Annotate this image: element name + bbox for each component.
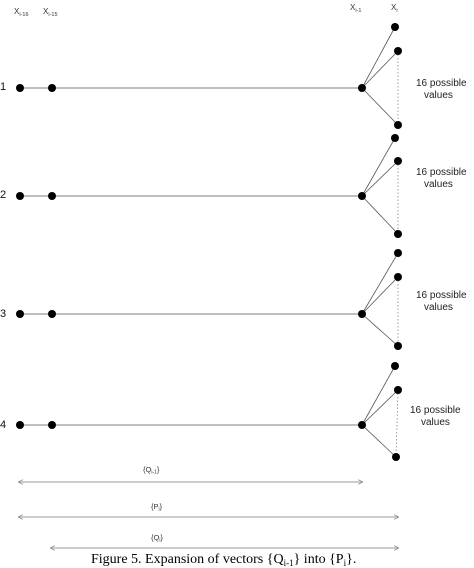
span-label-p: {Pi}: [151, 502, 163, 513]
node-x-i-1: [358, 192, 366, 200]
node-x-i-value: [394, 342, 402, 350]
span-p: {Pi}: [19, 502, 398, 517]
node-x-i-15: [48, 84, 56, 92]
branch-line: [361, 276, 399, 315]
branch-line: [361, 87, 399, 126]
node-x-i-16: [16, 310, 24, 318]
span-label-q-prev: {Qi-1}: [143, 465, 160, 476]
node-x-i-value: [394, 273, 402, 281]
branch-line: [361, 160, 399, 197]
branch-line: [361, 195, 399, 235]
node-x-i-value: [391, 23, 399, 31]
branch-line: [361, 26, 396, 89]
branch-line: [361, 50, 399, 89]
node-x-i-value: [394, 249, 402, 257]
branch-line: [361, 365, 396, 426]
branch-line: [361, 252, 399, 315]
row-number: 4: [0, 419, 6, 431]
span-q-prev: {Qi-1}: [19, 465, 362, 482]
header-x-i-15: Xi-15: [43, 7, 58, 18]
node-x-i-value: [394, 47, 402, 55]
branch-line: [361, 424, 397, 458]
node-x-i-1: [358, 84, 366, 92]
ellipsis-dots: [395, 389, 399, 458]
figure-caption: Figure 5. Expansion of vectors {Qi-1} in…: [91, 552, 356, 568]
node-x-i-value: [394, 157, 402, 165]
node-x-i-value: [394, 386, 402, 394]
node-x-i-15: [48, 192, 56, 200]
node-x-i-15: [48, 310, 56, 318]
node-x-i-1: [358, 421, 366, 429]
node-x-i-15: [48, 421, 56, 429]
branch-line: [361, 313, 399, 347]
column-headers: Xi-16 Xi-15 Xi-1 Xi: [14, 3, 398, 18]
node-x-i-value: [391, 362, 399, 370]
header-x-i-1: Xi-1: [350, 3, 361, 14]
node-x-i-16: [16, 421, 24, 429]
branch-line: [361, 137, 396, 197]
header-x-i-16: Xi-16: [14, 7, 29, 18]
row-number: 2: [0, 189, 6, 201]
span-label-q: {Qi}: [151, 533, 163, 544]
node-x-i-16: [16, 84, 24, 92]
node-x-i-16: [16, 192, 24, 200]
node-x-i-value: [392, 453, 400, 461]
header-x-i: Xi: [391, 3, 398, 14]
node-x-i-1: [358, 310, 366, 318]
node-x-i-value: [391, 134, 399, 142]
branch-line: [361, 389, 399, 426]
span-q: {Qi}: [51, 533, 398, 548]
row-number: 1: [0, 81, 6, 93]
node-x-i-value: [394, 121, 402, 129]
row-number: 3: [0, 308, 6, 320]
node-x-i-value: [394, 230, 402, 238]
